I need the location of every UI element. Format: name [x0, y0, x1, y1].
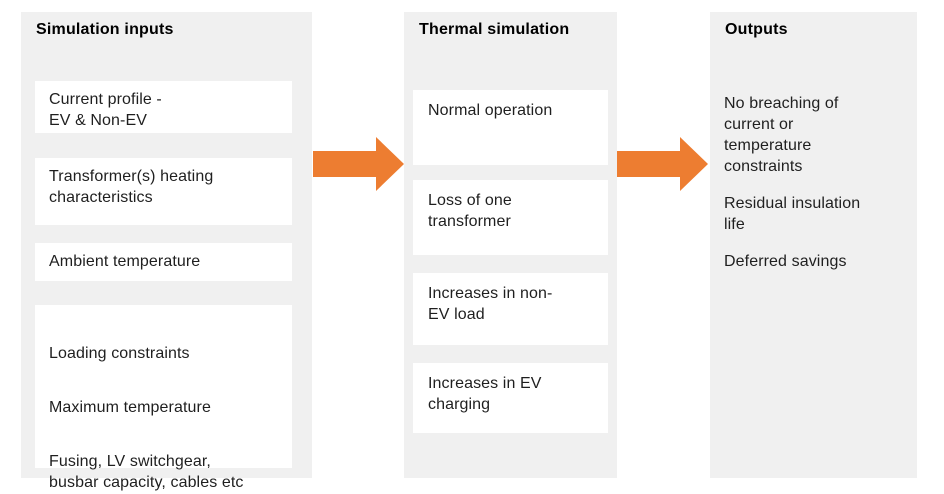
thermal-box-loss-of-transformer: Loss of one transformer [413, 180, 608, 255]
output-residual-insulation-life: Residual insulation life [724, 195, 861, 233]
flow-arrow-right-icon [617, 137, 708, 191]
panel-outputs: Outputs No breaching of current or tempe… [710, 12, 917, 478]
arrow-head [376, 137, 404, 191]
arrow-shaft [617, 151, 681, 177]
input-box-current-profile: Current profile - EV & Non-EV [35, 81, 292, 133]
constraint-fusing-switchgear: Fusing, LV switchgear, busbar capacity, … [49, 453, 244, 491]
thermal-box-ev-charging-increase: Increases in EV charging [413, 363, 608, 433]
panel-simulation-inputs: Simulation inputs Current profile - EV &… [21, 12, 312, 491]
panel-thermal-simulation: Thermal simulation Normal operation Loss… [404, 12, 617, 478]
constraint-loading: Loading constraints [49, 345, 190, 362]
constraint-max-temperature: Maximum temperature [49, 399, 211, 416]
outputs-text-block: No breaching of current or temperature c… [724, 93, 906, 288]
flow-arrow-right-icon [313, 137, 404, 191]
output-deferred-savings: Deferred savings [724, 253, 847, 270]
input-box-ambient-temperature: Ambient temperature [35, 243, 292, 281]
input-box-constraints: Loading constraints Maximum temperature … [35, 305, 292, 491]
output-no-breaching: No breaching of current or temperature c… [724, 95, 839, 175]
thermal-box-non-ev-load-increase: Increases in non- EV load [413, 273, 608, 345]
input-box-transformer-heating: Transformer(s) heating characteristics [35, 158, 292, 225]
thermal-box-normal-operation: Normal operation [413, 90, 608, 165]
arrow-shaft [313, 151, 377, 177]
arrow-head [680, 137, 708, 191]
panel-title-outputs: Outputs [725, 21, 788, 38]
panel-title-thermal-simulation: Thermal simulation [419, 21, 570, 38]
panel-title-simulation-inputs: Simulation inputs [36, 21, 174, 38]
